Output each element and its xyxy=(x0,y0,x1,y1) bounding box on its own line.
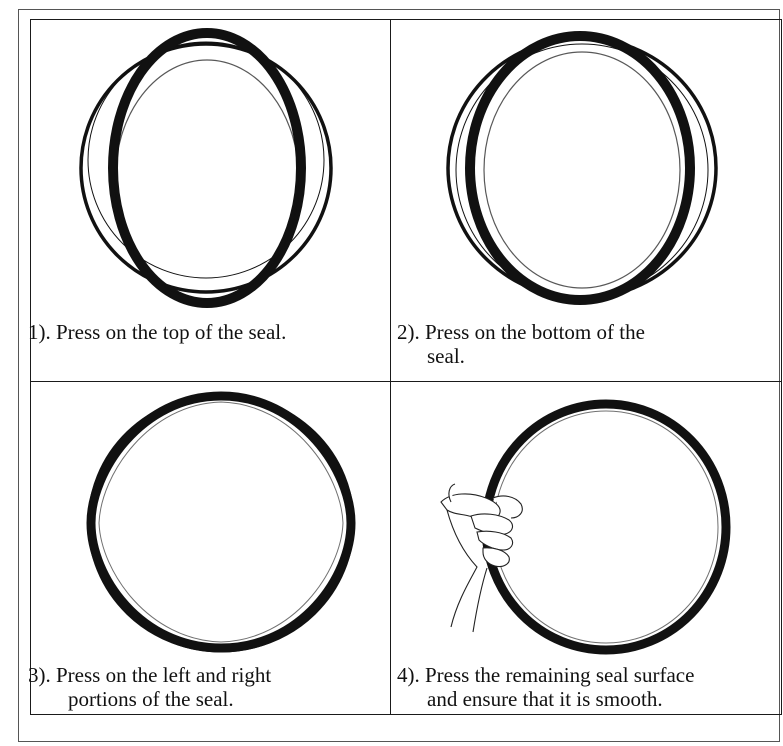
step-4-number: 4). xyxy=(397,663,420,687)
seal-pressed-bottom-figure xyxy=(391,20,781,320)
step-1-text: Press on the top of the seal. xyxy=(56,320,286,344)
step-3-text-line2: portions of the seal. xyxy=(68,687,234,711)
step-2-text-line2: seal. xyxy=(427,344,465,368)
step-4-text-line2: and ensure that it is smooth. xyxy=(427,687,663,711)
step-2-text-line1: Press on the bottom of the xyxy=(425,320,645,344)
step-3-cell: 3). Press on the left and right portions… xyxy=(31,382,390,715)
step-2-cell: 2). Press on the bottom of the seal. xyxy=(391,20,781,381)
instruction-grid: 1). Press on the top of the seal. 2). Pr… xyxy=(30,19,782,715)
seal-smoothed-by-hand-figure xyxy=(391,382,781,667)
step-4-cell: 4). Press the remaining seal surface and… xyxy=(391,382,781,715)
step-3-text-line1: Press on the left and right xyxy=(56,663,271,687)
step-1-cell: 1). Press on the top of the seal. xyxy=(31,20,390,381)
step-2-number: 2). xyxy=(397,320,420,344)
step-4-text-line1: Press the remaining seal surface xyxy=(425,663,694,687)
step-1-number: 1). xyxy=(28,320,51,344)
hand-illustration xyxy=(441,484,522,632)
seal-pressed-sides-figure xyxy=(31,382,390,662)
seal-pressed-top-figure xyxy=(31,20,390,320)
step-3-number: 3). xyxy=(28,663,51,687)
